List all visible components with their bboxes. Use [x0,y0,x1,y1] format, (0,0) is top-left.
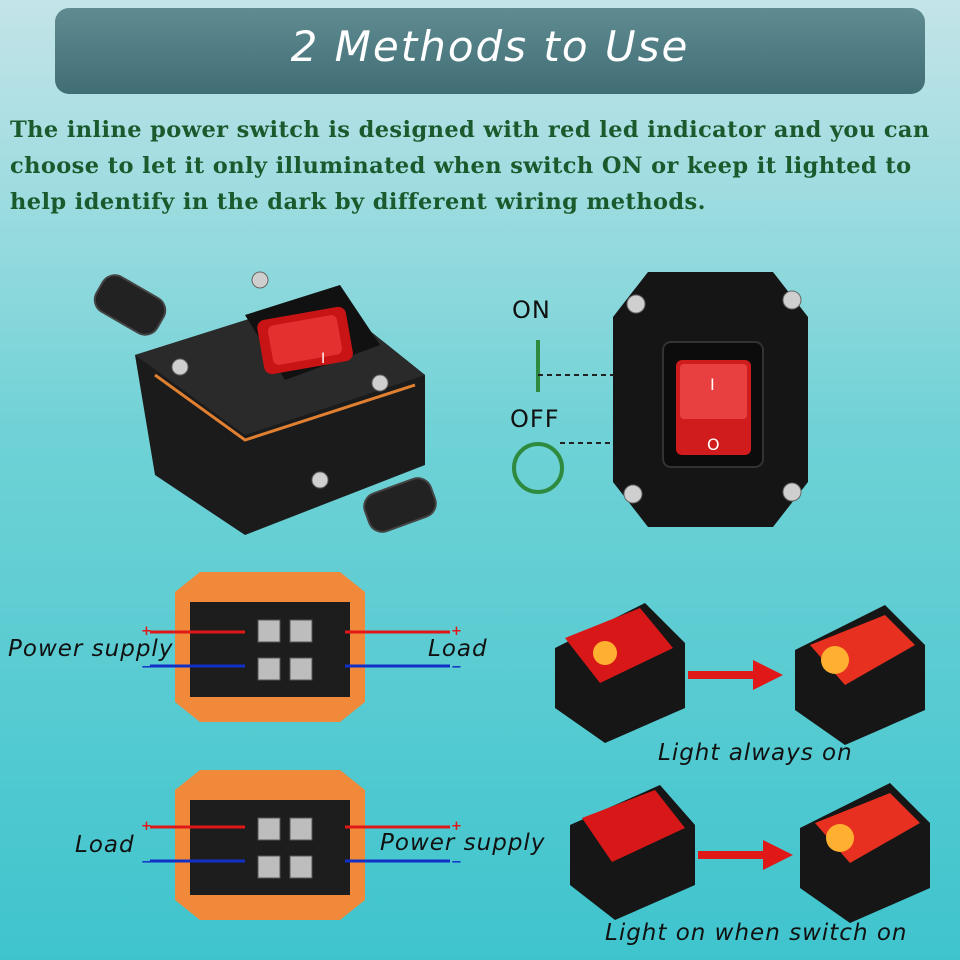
on-label: ON [512,296,551,324]
light-always-on-caption: Light always on [658,740,853,766]
minus-sign: − [451,660,462,675]
description-line: choose to let it only illuminated when s… [10,153,912,179]
plus-sign: + [451,624,462,639]
arrow-icon [698,840,793,870]
page-title: 2 Methods to Use [290,22,690,71]
minus-sign: − [141,660,152,675]
wires-top [150,630,450,668]
light-on-when-switch-on-caption: Light on when switch on [605,920,908,946]
power-supply-label: Power supply [380,830,546,856]
off-mark: O [707,435,720,454]
wiring-diagram-top [175,572,365,722]
off-label: OFF [510,405,560,433]
arrow-icon [688,660,783,690]
minus-sign: − [451,855,462,870]
on-mark: I [710,375,715,394]
minus-sign: − [141,855,152,870]
wiring-diagram-bottom [175,770,365,920]
title-banner: 2 Methods to Use [55,8,925,94]
plus-sign: + [451,819,462,834]
rocker-switch-off-image [555,603,685,743]
inline-switch-image: I [93,271,437,535]
description-line: The inline power switch is designed with… [10,117,930,143]
plus-sign: + [141,819,152,834]
rocker-switch-off-image [570,785,695,920]
rocker-switch-on-image [800,783,930,923]
svg-text:I: I [321,351,325,367]
load-label: Load [75,832,135,858]
description-line: help identify in the dark by different w… [10,189,706,215]
rocker-switch-on-image [795,605,925,745]
wires-bottom [150,825,450,863]
description-text: The inline power switch is designed with… [10,112,955,220]
switch-front-image: I O [613,272,808,527]
plus-sign: + [141,624,152,639]
load-label: Load [428,636,488,662]
power-supply-label: Power supply [8,636,174,662]
